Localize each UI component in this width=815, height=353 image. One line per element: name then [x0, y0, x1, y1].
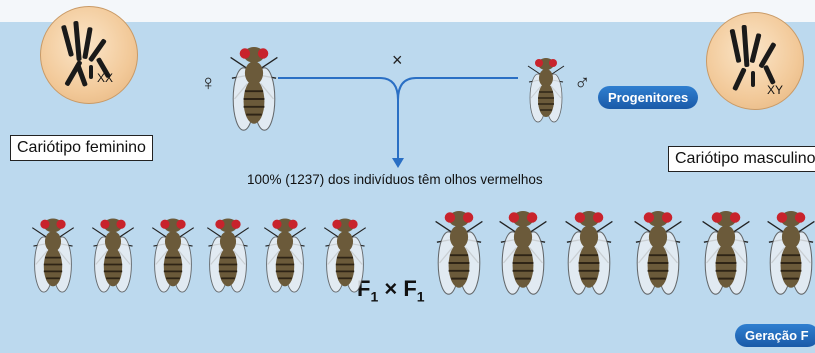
f1-sign: × — [378, 276, 403, 301]
f1-large-fly-icon — [497, 195, 549, 310]
f1-large-fly-icon — [700, 195, 752, 310]
f1-small-fly-icon — [262, 205, 308, 306]
f1-small-fly-icon — [322, 205, 368, 306]
f1-right-sub: 1 — [417, 288, 425, 304]
f1-large-fly-icon — [433, 195, 485, 310]
f1-small-fly-icon — [150, 205, 196, 306]
f1-small-fly-icon — [90, 205, 136, 306]
f1-small-fly-icon — [30, 205, 76, 306]
result-statement: 100% (1237) dos indivíduos têm olhos ver… — [247, 172, 543, 187]
f1-large-fly-icon — [632, 195, 684, 310]
f1-right: F — [403, 276, 416, 301]
geracao-badge: Geração F — [735, 324, 815, 347]
female-parent-fly-icon — [228, 34, 280, 143]
male-parent-fly-icon — [526, 44, 566, 137]
f1-large-fly-icon — [765, 195, 815, 310]
f1-small-fly-icon — [205, 205, 251, 306]
f1-large-fly-icon — [563, 195, 615, 310]
